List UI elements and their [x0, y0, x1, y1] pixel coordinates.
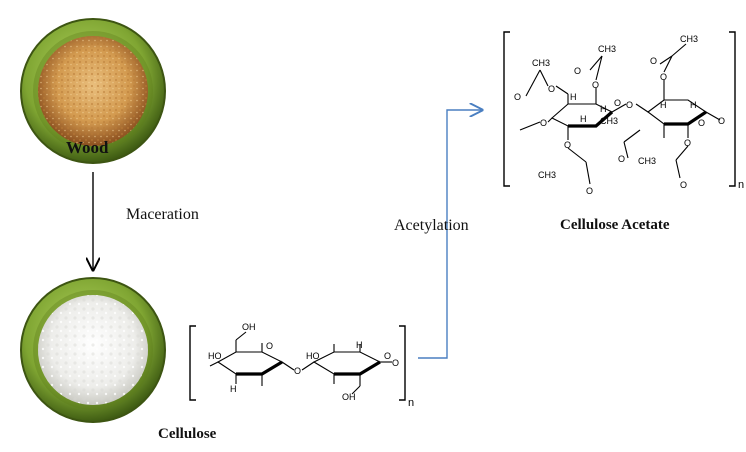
atom-o: O [680, 180, 687, 190]
atom-ho: HO [208, 351, 222, 361]
wood-label: Wood [66, 138, 109, 157]
atom-o: O [718, 116, 725, 126]
atom-oh: OH [242, 322, 256, 332]
atom-h: H [230, 384, 237, 394]
atom-o: O [660, 72, 667, 82]
atom-ho: HO [306, 351, 320, 361]
atom-h: H [356, 340, 363, 350]
atom-o: O [514, 92, 521, 102]
atom-h: H [690, 100, 697, 110]
acetylation-label: Acetylation [394, 217, 469, 234]
maceration-label: Maceration [126, 206, 199, 223]
atom-o: O [266, 341, 273, 351]
atom-ch3: CH3 [598, 44, 616, 54]
wood-disc [20, 18, 166, 164]
atom-o: O [626, 100, 633, 110]
atom-ch3: CH3 [680, 34, 698, 44]
atom-o: O [392, 358, 399, 368]
atom-o: O [614, 98, 621, 108]
atom-h: H [570, 92, 577, 102]
repeat-n: n [738, 179, 744, 191]
cellulose-structure [189, 325, 406, 401]
acetate-structure [503, 31, 736, 187]
atom-o: O [650, 56, 657, 66]
atom-o: O [586, 186, 593, 196]
atom-o: O [684, 138, 691, 148]
atom-o: O [384, 351, 391, 361]
atom-ch3: CH3 [600, 116, 618, 126]
atom-h: H [580, 114, 587, 124]
atom-o: O [592, 80, 599, 90]
cellulose-disc [20, 277, 166, 423]
atom-ch3: CH3 [538, 170, 556, 180]
atom-o: O [618, 154, 625, 164]
acetate-atoms: O O CH3 O O CH3 O H H H O O O CH3 O CH3 … [514, 34, 744, 196]
atom-o: O [698, 118, 705, 128]
atom-o: O [294, 366, 301, 376]
acetylation-arrow [418, 110, 482, 359]
cellulose-label: Cellulose [158, 426, 217, 442]
atom-o: O [540, 118, 547, 128]
repeat-n: n [408, 397, 414, 409]
atom-oh: OH [342, 392, 356, 402]
cellulose-atoms: OH HO O H O HO O OH H O n [208, 322, 414, 409]
atom-ch3: CH3 [638, 156, 656, 166]
atom-o: O [564, 140, 571, 150]
atom-h: H [600, 104, 607, 114]
atom-ch3: CH3 [532, 58, 550, 68]
cellulose-acetate-label: Cellulose Acetate [560, 217, 670, 233]
atom-o: O [574, 66, 581, 76]
atom-o: O [548, 84, 555, 94]
atom-h: H [660, 100, 667, 110]
